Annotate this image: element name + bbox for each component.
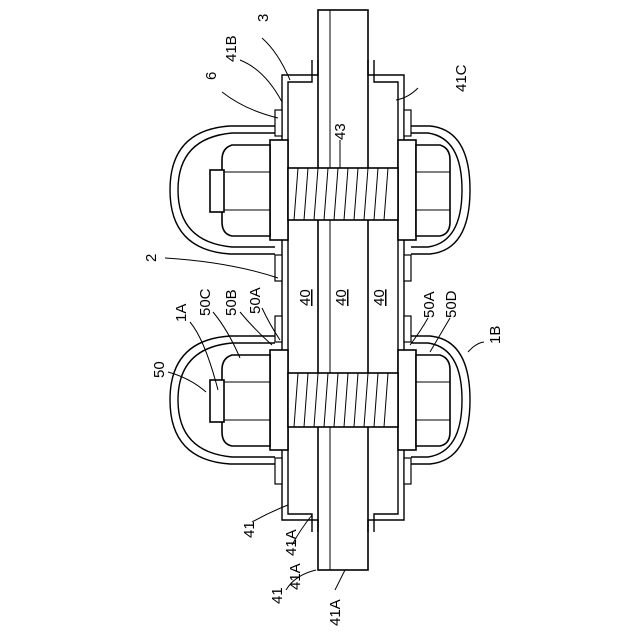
label-50A-left: 50A	[247, 287, 264, 314]
label-6: 6	[203, 72, 220, 80]
label-43: 43	[332, 123, 349, 140]
label-2: 2	[143, 254, 160, 262]
label-41B: 41B	[223, 35, 240, 62]
label-40-left: 40	[297, 289, 314, 306]
label-50: 50	[151, 361, 168, 378]
label-41-low: 41	[269, 587, 286, 604]
label-50C: 50C	[197, 288, 214, 316]
label-1B: 1B	[487, 326, 504, 344]
label-3: 3	[255, 14, 272, 22]
label-1A: 1A	[173, 304, 190, 322]
label-40-center: 40	[333, 289, 350, 306]
label-40-right: 40	[371, 289, 388, 306]
label-50D: 50D	[443, 290, 460, 318]
label-41C: 41C	[453, 64, 470, 92]
label-50B: 50B	[223, 289, 240, 316]
label-41A-c: 41A	[327, 599, 344, 626]
label-41A-a: 41A	[283, 529, 300, 556]
label-50A-right: 50A	[421, 291, 438, 318]
label-41A-b: 41A	[287, 563, 304, 590]
label-41-mid: 41	[241, 521, 258, 538]
